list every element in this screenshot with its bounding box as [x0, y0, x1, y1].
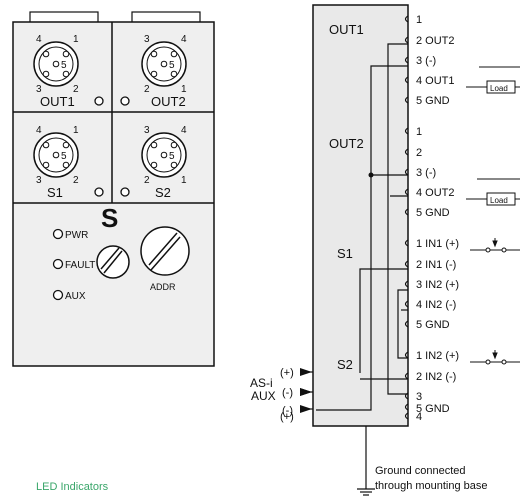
terminal-label: 2 IN1 (-) — [416, 259, 456, 271]
pin-label: 4 — [181, 34, 187, 45]
terminal-label: 5 GND — [416, 319, 450, 331]
module-front-view: 4 1 5 3 2 OUT1 3 4 5 2 1 OUT2 — [12, 11, 215, 367]
connector-out1: 4 1 5 3 2 OUT1 — [33, 34, 104, 109]
status-led — [120, 187, 130, 197]
pin-label: 2 — [144, 84, 150, 95]
pin-label: 4 — [36, 34, 42, 45]
status-led — [120, 96, 130, 106]
connector-label: OUT2 — [151, 94, 186, 109]
wiring-schematic: OUT1 OUT2 S1 S2 1 2 OUT2 3 (-) 4 OUT1 5 … — [250, 4, 520, 496]
led-label: PWR — [65, 230, 88, 241]
pin-label: 2 — [73, 84, 79, 95]
terminal-label: 1 — [416, 126, 422, 138]
input-switch-s2 — [470, 350, 520, 365]
terminal-label: 4 — [416, 411, 422, 423]
terminal-label: 2 IN2 (-) — [416, 371, 456, 383]
terminal-label: 3 IN2 (+) — [416, 279, 459, 291]
pin-label: 3 — [144, 34, 150, 45]
pin-label: 2 — [144, 175, 150, 186]
connector-label: OUT1 — [40, 94, 75, 109]
addr-label: ADDR — [150, 282, 176, 292]
fault-led — [52, 258, 64, 270]
terminal-label: 2 — [416, 147, 422, 159]
connector-out2: 3 4 5 2 1 OUT2 — [120, 34, 187, 109]
connector-label: S2 — [155, 185, 171, 200]
pin-label: 5 — [61, 60, 67, 71]
load-out2: Load — [466, 178, 520, 206]
ground-note-line2: through mounting base — [375, 480, 488, 492]
pin-label: 1 — [181, 84, 187, 95]
brand-logo: S — [101, 203, 118, 233]
led-label: AUX — [65, 291, 86, 302]
terminal-label: 3 — [416, 391, 422, 403]
ground-symbol — [357, 426, 375, 496]
terminal-label: 5 GND — [416, 207, 450, 219]
asi-label: AS-i — [250, 376, 273, 390]
pin-label: 3 — [36, 175, 42, 186]
aux-led — [52, 289, 64, 301]
aux-minus: (-) — [282, 405, 293, 417]
addr-switch[interactable] — [140, 226, 190, 276]
asi-plus: (+) — [280, 367, 294, 379]
led-indicators: PWR FAULT AUX — [52, 228, 95, 302]
led-label: FAULT — [65, 260, 95, 271]
pin-label: 4 — [181, 125, 187, 136]
connector-label: S1 — [47, 185, 63, 200]
pwr-led — [52, 228, 64, 240]
terminal-label: 4 IN2 (-) — [416, 299, 456, 311]
aux-label: AUX — [251, 389, 276, 403]
bus-connections — [300, 368, 313, 413]
load-label: Load — [490, 84, 508, 93]
terminal-labels: 1 2 OUT2 3 (-) 4 OUT1 5 GND 1 2 3 (-) 4 … — [416, 14, 459, 423]
terminal-label: 3 (-) — [416, 55, 436, 67]
terminal-label: 5 GND — [416, 95, 450, 107]
internal-wiring — [316, 43, 408, 411]
terminal-label: 5 GND — [416, 403, 450, 415]
section-label: OUT2 — [329, 136, 364, 151]
section-label: S1 — [337, 246, 353, 261]
terminal-label: 4 OUT1 — [416, 75, 455, 87]
asi-minus: (-) — [282, 387, 293, 399]
mode-switch[interactable] — [96, 245, 130, 279]
aux-plus: (+) — [280, 411, 294, 423]
terminal-label: 1 IN2 (+) — [416, 350, 459, 362]
section-label: S2 — [337, 357, 353, 372]
pin-label: 3 — [144, 125, 150, 136]
terminal-label: 4 OUT2 — [416, 187, 455, 199]
terminal-label: 2 OUT2 — [416, 35, 455, 47]
pin-label: 1 — [73, 34, 79, 45]
junction-dot — [368, 172, 374, 178]
terminal-label: 1 — [416, 14, 422, 26]
pin-label: 1 — [181, 175, 187, 186]
ground-note-line1: Ground connected — [375, 465, 466, 477]
terminal-label: 3 (-) — [416, 167, 436, 179]
pin-label: 5 — [169, 151, 175, 162]
status-led — [94, 187, 104, 197]
pin-label: 3 — [36, 84, 42, 95]
pin-label: 5 — [169, 60, 175, 71]
pin-label: 1 — [73, 125, 79, 136]
input-switch-s1 — [470, 238, 520, 253]
connector-s2: 3 4 5 2 1 S2 — [120, 125, 187, 200]
pin-label: 5 — [61, 151, 67, 162]
load-label: Load — [490, 196, 508, 205]
pin-label: 4 — [36, 125, 42, 136]
status-led — [94, 96, 104, 106]
load-out1: Load — [466, 66, 520, 94]
connector-s1: 4 1 5 3 2 S1 — [33, 125, 104, 200]
section-label: OUT1 — [329, 22, 364, 37]
footer-caption: LED Indicators — [36, 481, 109, 493]
pin-label: 2 — [73, 175, 79, 186]
terminal-label: 1 IN1 (+) — [416, 238, 459, 250]
